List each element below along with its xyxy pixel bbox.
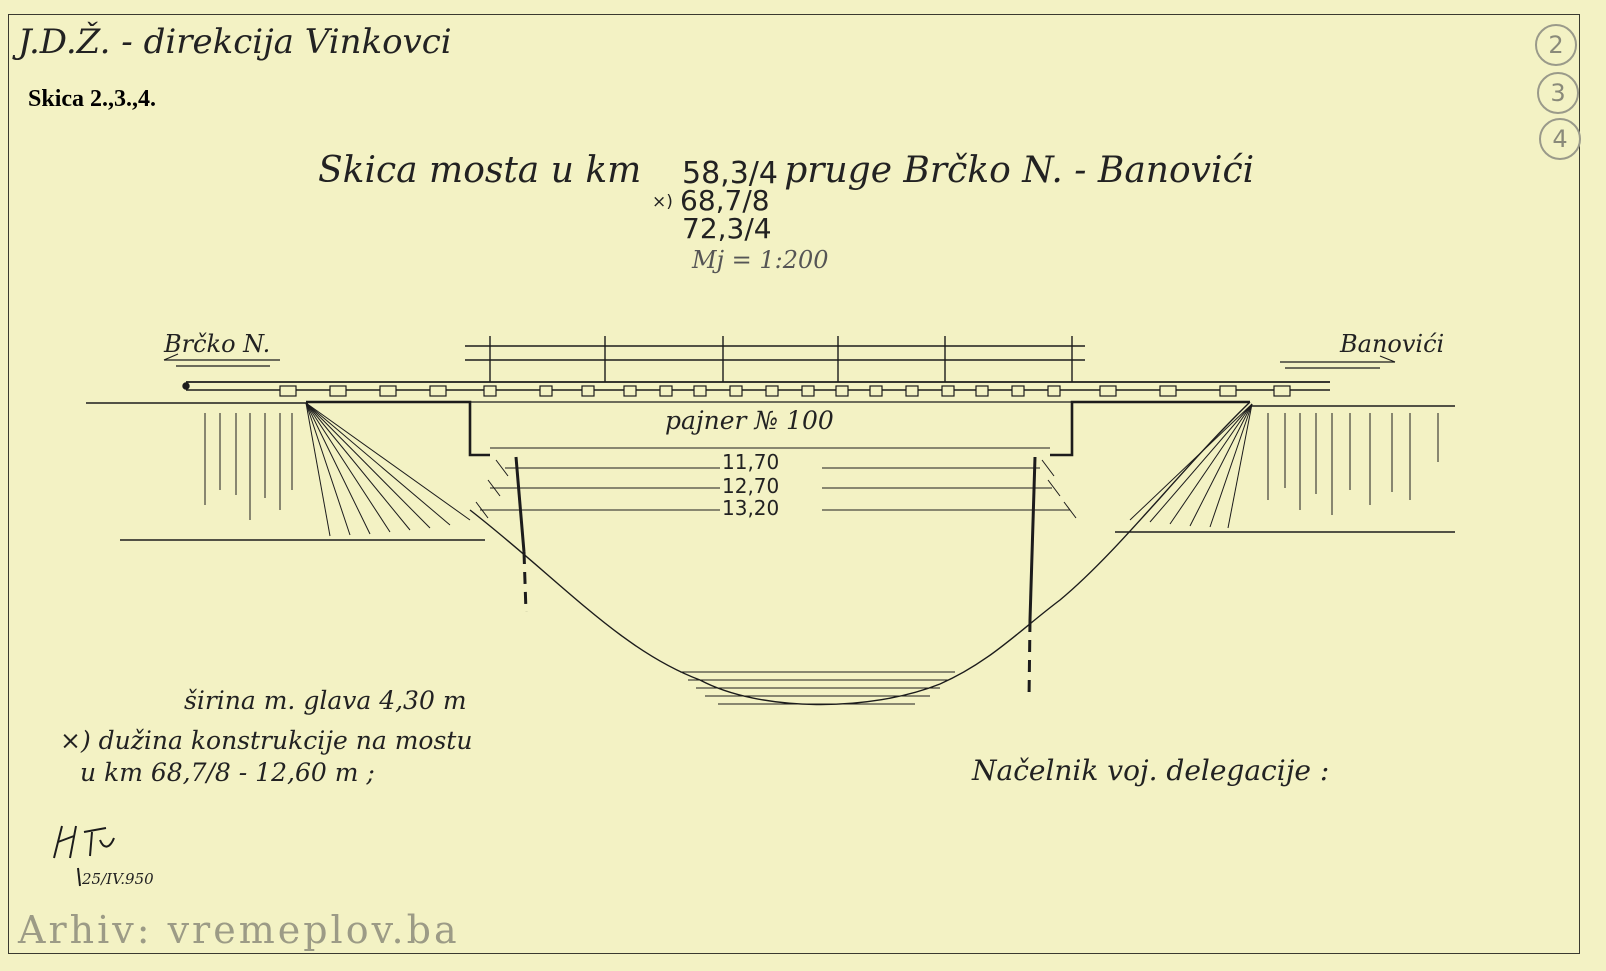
sheet-number-circle: 4 (1539, 118, 1581, 160)
rail-end (182, 382, 190, 390)
pile-left (514, 456, 526, 553)
pile-right (1028, 456, 1037, 621)
direction-arrows (163, 353, 1396, 369)
direction-right-label: Banovići (1340, 330, 1445, 358)
direction-left-label: Brčko N. (164, 330, 271, 358)
pile-left-dashed (522, 551, 528, 613)
dimension-label: 12,70 (722, 474, 780, 498)
sketch-label: Skica 2.,3.,4. (28, 86, 157, 112)
dimension-label: 11,70 (722, 450, 780, 474)
title-route-text: pruge Brčko N. - Banovići (784, 150, 1255, 191)
railing-posts (489, 336, 1073, 382)
drawing-scale: Mj = 1:200 (692, 246, 829, 274)
dimension-label: 13,20 (722, 496, 780, 520)
page-border (8, 14, 1580, 954)
abutment-left (306, 400, 490, 457)
title-main-text: Skica mosta u km (318, 150, 642, 191)
pile-right-dashed (1027, 619, 1032, 701)
abutment-right (1050, 400, 1250, 457)
slope-fan-right (1129, 403, 1253, 529)
chief-signature-label: Načelnik voj. delegacije : (972, 754, 1330, 787)
km-value: 68,7/8 (680, 184, 770, 217)
sheet-number-circle: 2 (1535, 24, 1577, 66)
width-note: širina m. glava 4,30 m (184, 686, 467, 715)
drawing-title: Skica mosta u km pruge Brčko N. - Banovi… (318, 150, 1254, 191)
sheet-number-circle: 3 (1537, 72, 1579, 114)
water-hatching (680, 671, 955, 705)
organization-header: J.D.Ž. - direkcija Vinkovci (18, 22, 452, 62)
km-value: 72,3/4 (682, 212, 772, 245)
embankment-hatch-right (1267, 413, 1439, 515)
slope-fan-left (305, 402, 471, 537)
riverbed (469, 401, 1251, 706)
signature-date: 25/IV.950 (82, 870, 154, 888)
km-marker: ×) (652, 192, 673, 212)
length-note: u km 68,7/8 - 12,60 m ; (80, 758, 375, 787)
archive-watermark: Arhiv: vremeplov.ba (18, 908, 460, 952)
km-value: 58,3/4 (682, 156, 778, 191)
signature-scribble (53, 825, 115, 887)
length-note: ×) dužina konstrukcije na mostu (60, 726, 473, 755)
dimension-lines (475, 447, 1077, 519)
embankment-hatch-left (204, 413, 293, 520)
beam-label: pajner № 100 (665, 406, 834, 435)
sleepers (279, 385, 1291, 397)
